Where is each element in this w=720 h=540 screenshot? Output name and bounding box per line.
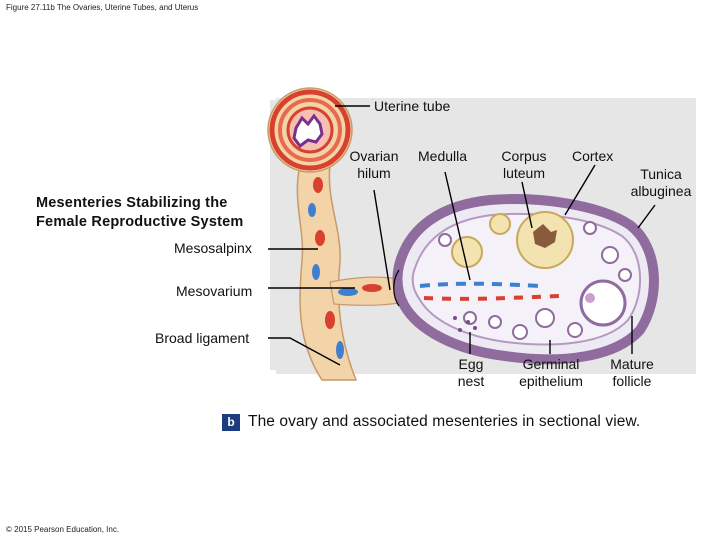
label-corpus-luteum-line2: luteum xyxy=(502,165,546,181)
uterine-tube-cross-section xyxy=(267,87,353,173)
background-panel xyxy=(270,100,276,370)
label-ovarian-hilum: Ovarian hilum xyxy=(344,148,404,182)
label-tunica-albuginea-line2: albuginea xyxy=(630,183,692,199)
caption-text: The ovary and associated mesenteries in … xyxy=(248,413,641,430)
corpus-luteum-shape xyxy=(516,211,574,269)
label-mature-follicle-line2: follicle xyxy=(612,373,652,389)
label-mesosalpinx: Mesosalpinx xyxy=(174,240,252,256)
label-ovarian-hilum-line2: hilum xyxy=(357,165,391,181)
figure-title: Figure 27.11b The Ovaries, Uterine Tubes… xyxy=(6,3,199,12)
ovary xyxy=(392,194,659,365)
small-follicles xyxy=(438,221,632,340)
leader-corpus-luteum xyxy=(521,181,533,229)
label-egg-nest-line2: nest xyxy=(457,373,485,389)
label-cortex: Cortex xyxy=(572,148,614,164)
leader-tunica-albuginea xyxy=(637,204,656,229)
label-mature-follicle-line1: Mature xyxy=(610,356,654,372)
tube-vessels xyxy=(308,177,382,359)
leader-medulla xyxy=(444,171,471,281)
mesenteries-heading: Mesenteries Stabilizing the Female Repro… xyxy=(36,194,243,232)
leader-broad-ligament xyxy=(268,337,341,366)
hilum-bracket xyxy=(393,269,400,307)
label-uterine-tube: Uterine tube xyxy=(374,98,451,114)
label-mesovarium: Mesovarium xyxy=(176,283,253,299)
label-mature-follicle: Mature follicle xyxy=(602,356,662,390)
label-ovarian-hilum-line1: Ovarian xyxy=(349,148,399,164)
leader-lines xyxy=(268,105,656,366)
egg-nest-dots xyxy=(453,316,477,332)
label-broad-ligament: Broad ligament xyxy=(155,330,250,346)
label-egg-nest: Egg nest xyxy=(446,356,496,390)
leader-cortex xyxy=(564,164,596,216)
label-tunica-albuginea: Tunica albuginea xyxy=(622,166,700,200)
label-corpus-luteum-line1: Corpus xyxy=(501,148,547,164)
mesenteries-heading-line2: Female Reproductive System xyxy=(36,214,244,230)
label-germinal-epithelium-line1: Germinal xyxy=(522,356,580,372)
leader-ovarian-hilum xyxy=(373,189,391,291)
mesenteries-heading-line1: Mesenteries Stabilizing the xyxy=(36,195,228,211)
mature-follicle-shape xyxy=(579,279,627,327)
copyright: © 2015 Pearson Education, Inc. xyxy=(6,525,120,534)
label-medulla: Medulla xyxy=(418,148,468,164)
label-germinal-epithelium: Germinal epithelium xyxy=(510,356,592,390)
label-corpus-luteum: Corpus luteum xyxy=(494,148,554,182)
uterine-tube-tissue xyxy=(296,164,358,381)
caption-badge: b xyxy=(222,413,240,431)
figure-caption: b The ovary and associated mesenteries i… xyxy=(222,413,640,431)
label-tunica-albuginea-line1: Tunica xyxy=(640,166,682,182)
label-germinal-epithelium-line2: epithelium xyxy=(519,373,583,389)
label-egg-nest-line1: Egg xyxy=(458,356,484,372)
